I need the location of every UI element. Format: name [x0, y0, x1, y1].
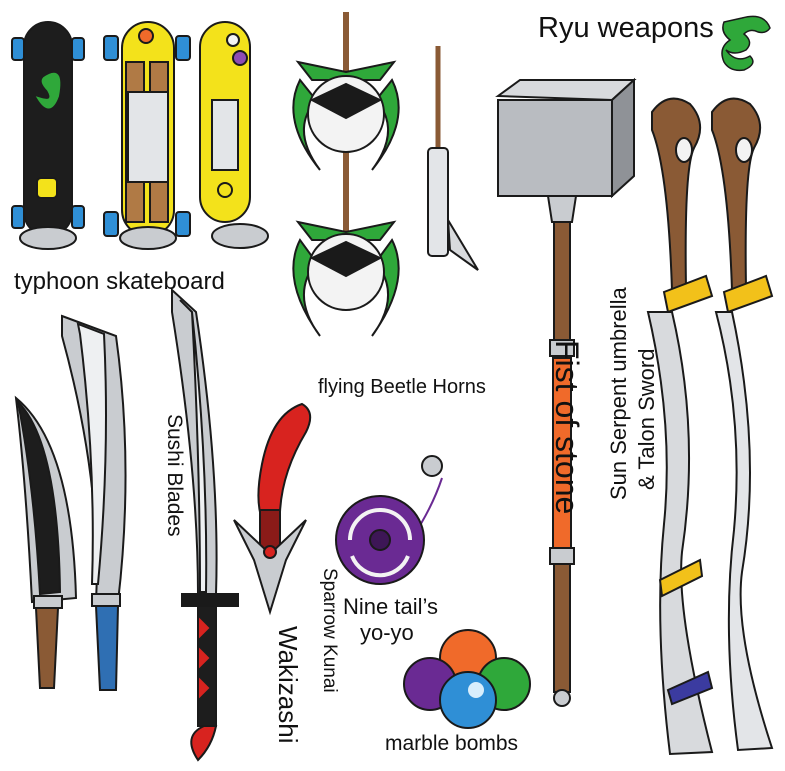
wakizashi [171, 287, 239, 762]
typhoon-skateboard-brown [103, 21, 191, 250]
label-typhoon-skateboard: typhoon skateboard [14, 268, 225, 295]
flying-beetle-horns-closed [427, 46, 479, 271]
talon-sword-left [646, 97, 714, 756]
fist-of-stone [495, 77, 637, 707]
label-flying-beetle-horns: flying Beetle Horns [318, 376, 486, 398]
page-title: Ryu weapons [538, 12, 714, 44]
sushi-blade-black [14, 395, 78, 689]
typhoon-skateboard-yellow [199, 21, 269, 249]
typhoon-skateboard-black [11, 21, 85, 250]
green-dragon-icon [721, 15, 771, 72]
label-wakizashi: Wakizashi [273, 626, 303, 744]
label-umbrella-line1: Sun Serpent umbrella [606, 287, 631, 500]
flying-beetle-horns [292, 12, 400, 337]
sushi-blade-blue [61, 314, 127, 691]
label-fist-of-stone: Fist of stone [549, 340, 585, 515]
label-sparrow-kunai: Sparrow Kunai [319, 568, 340, 693]
label-yoyo-line1: Nine tail’s [343, 594, 438, 619]
nine-tails-yoyo [335, 455, 443, 585]
talon-sword-right [711, 97, 774, 752]
label-sushi-blades: Sushi Blades [163, 414, 186, 537]
label-umbrella-line2: & Talon Sword [634, 348, 659, 490]
label-yoyo-line2: yo-yo [360, 620, 414, 645]
sparrow-kunai [233, 402, 312, 616]
label-marble-bombs: marble bombs [385, 732, 519, 755]
marble-bombs [403, 629, 531, 729]
